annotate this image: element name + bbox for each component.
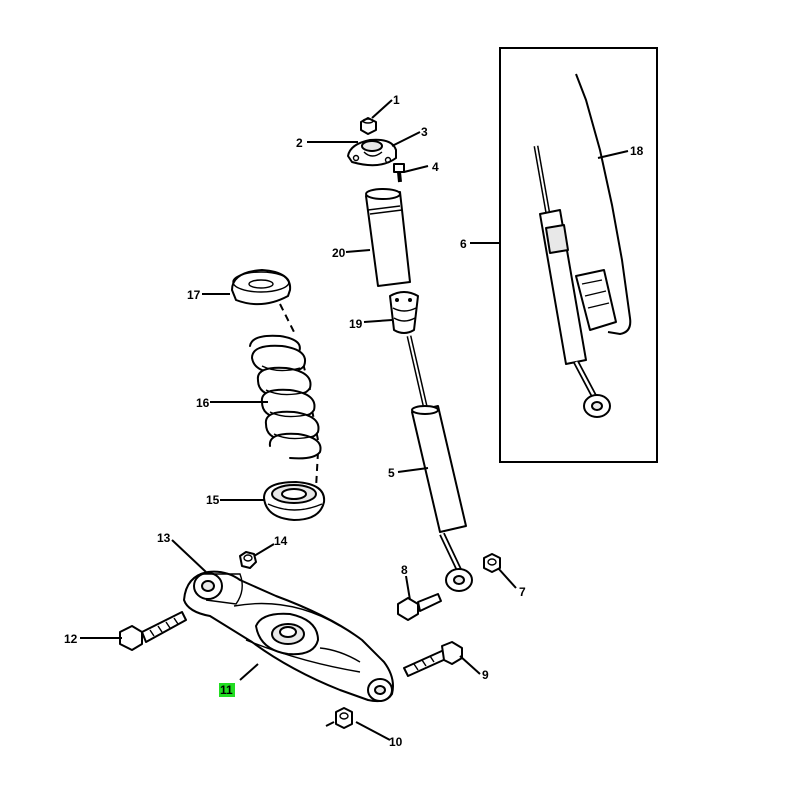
callout-20: 20: [332, 246, 346, 260]
callout-5: 5: [388, 466, 395, 480]
bolt-8: [397, 593, 442, 621]
callout-6: 6: [460, 237, 467, 251]
top-mount-assembly: [347, 117, 405, 183]
bolt-12: [119, 611, 187, 651]
callout-8: 8: [401, 563, 408, 577]
nut-14: [239, 551, 257, 569]
callout-14: 14: [274, 534, 288, 548]
lower-control-arm: [183, 570, 394, 703]
leader-lines: [80, 99, 629, 741]
callout-15: 15: [206, 493, 220, 507]
callout-labels: 1 2 3 4 5 6 7 8 9 10 11 12 13 14 15 16 1…: [64, 93, 644, 749]
dust-cover: [365, 188, 411, 287]
callout-17: 17: [187, 288, 201, 302]
callout-4: 4: [432, 160, 439, 174]
callout-9: 9: [482, 668, 489, 682]
callout-11: 11: [220, 683, 233, 697]
shock-absorber: [406, 335, 473, 592]
coil-spring: [249, 334, 322, 460]
bolt-9: [403, 641, 463, 677]
callout-3: 3: [421, 125, 428, 139]
callout-10: 10: [389, 735, 403, 749]
callout-1: 1: [393, 93, 400, 107]
callout-2: 2: [296, 136, 303, 150]
callout-19: 19: [349, 317, 363, 331]
callout-7: 7: [519, 585, 526, 599]
nut-10: [325, 707, 353, 729]
callout-16: 16: [196, 396, 210, 410]
nut-7: [483, 553, 501, 573]
inset-box-electronic-damper: [499, 47, 658, 463]
callout-13: 13: [157, 531, 171, 545]
bump-stop: [389, 291, 419, 334]
callout-11-highlight: [219, 683, 235, 697]
callout-18: 18: [630, 144, 644, 158]
spring-centerline: [279, 303, 319, 489]
callout-12: 12: [64, 632, 78, 646]
lower-spring-seat: [263, 481, 326, 521]
upper-spring-seat: [231, 269, 292, 306]
